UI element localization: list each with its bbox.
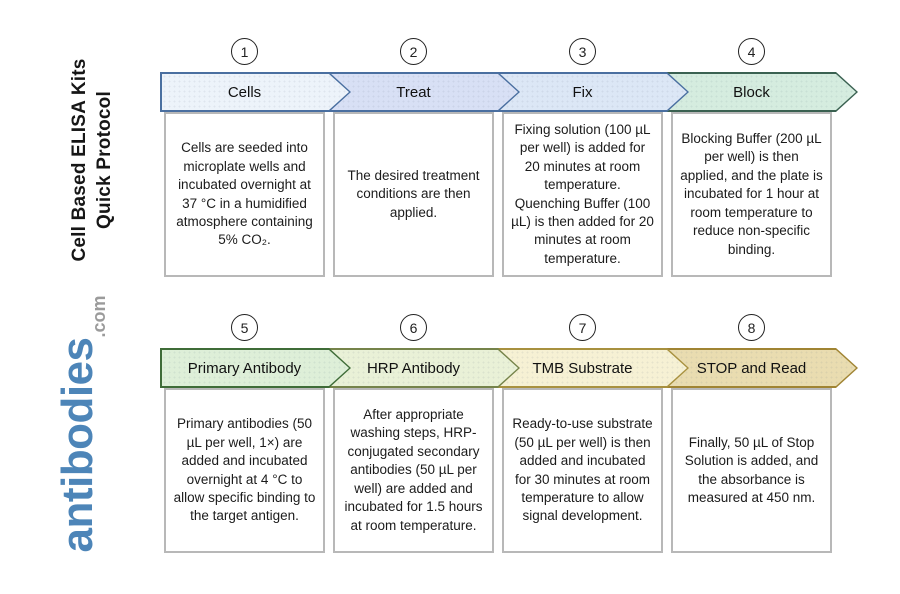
step-header-label: Treat — [396, 83, 431, 101]
step-header-label: Block — [733, 83, 770, 101]
chevron-fill — [669, 74, 856, 110]
step-description: Ready-to-use substrate (50 µL per well) … — [512, 416, 653, 524]
step-number-badge: 8 — [738, 314, 765, 341]
step-header-hrp-antibody: HRP Antibody — [329, 348, 520, 388]
step-number-badge: 7 — [569, 314, 596, 341]
step-stop-and-read: 8 STOP and Read Finally, 50 µL of Stop S… — [667, 314, 858, 574]
step-header-stop-and-read: STOP and Read — [667, 348, 858, 388]
protocol-row-2: 5 Primary Antibody Primary antibodies (5… — [160, 314, 858, 574]
step-description: Cells are seeded into microplate wells a… — [176, 140, 313, 248]
chevron-fill — [331, 74, 518, 110]
step-header-label: Primary Antibody — [187, 359, 302, 377]
antibodies-logo: antibodies.com — [53, 269, 117, 579]
chevron-fill — [331, 350, 518, 386]
step-number-badge: 6 — [400, 314, 427, 341]
step-description: After appropriate washing steps, HRP-con… — [344, 406, 483, 533]
page-title: Cell Based ELISA Kits Quick Protocol — [67, 40, 119, 280]
step-description-box: Blocking Buffer (200 µL per well) is the… — [671, 112, 832, 277]
page-title-line1: Cell Based ELISA Kits — [69, 58, 90, 262]
step-header-block: Block — [667, 72, 858, 112]
step-description: Blocking Buffer (200 µL per well) is the… — [680, 130, 823, 257]
step-description-box: After appropriate washing steps, HRP-con… — [333, 388, 494, 553]
step-header-tmb-substrate: TMB Substrate — [498, 348, 689, 388]
step-number-badge: 4 — [738, 38, 765, 65]
step-fix: 3 Fix Fixing solution (100 µL per well) … — [498, 38, 689, 298]
chevron-fill — [500, 350, 687, 386]
step-description-box: Ready-to-use substrate (50 µL per well) … — [502, 388, 663, 553]
step-header-treat: Treat — [329, 72, 520, 112]
step-description: Fixing solution (100 µL per well) is add… — [511, 121, 654, 266]
step-description-box: The desired treatment conditions are the… — [333, 112, 494, 277]
step-header-label: STOP and Read — [696, 359, 807, 377]
page-title-line2: Quick Protocol — [94, 91, 115, 229]
step-description: The desired treatment conditions are the… — [347, 167, 480, 220]
step-header-fix: Fix — [498, 72, 689, 112]
step-description-box: Fixing solution (100 µL per well) is add… — [502, 112, 663, 277]
protocol-row-1: 1 Cells Cells are seeded into microplate… — [160, 38, 858, 298]
step-description-box: Cells are seeded into microplate wells a… — [164, 112, 325, 277]
chevron-fill — [162, 350, 349, 386]
logo-domain-suffix: .com — [89, 295, 109, 338]
step-header-label: Fix — [572, 83, 593, 101]
chevron-fill — [162, 74, 349, 110]
step-description-box: Primary antibodies (50 µL per well, 1×) … — [164, 388, 325, 553]
step-hrp-antibody: 6 HRP Antibody After appropriate washing… — [329, 314, 520, 574]
step-description-box: Finally, 50 µL of Stop Solution is added… — [671, 388, 832, 553]
step-number-badge: 1 — [231, 38, 258, 65]
logo-wordmark: antibodies — [53, 337, 102, 553]
step-header-label: Cells — [227, 83, 262, 101]
step-header-cells: Cells — [160, 72, 351, 112]
step-number-badge: 5 — [231, 314, 258, 341]
step-cells: 1 Cells Cells are seeded into microplate… — [160, 38, 351, 298]
step-treat: 2 Treat The desired treatment conditions… — [329, 38, 520, 298]
step-header-label: HRP Antibody — [366, 359, 461, 377]
step-number-badge: 3 — [569, 38, 596, 65]
step-header-label: TMB Substrate — [532, 359, 633, 377]
step-description: Finally, 50 µL of Stop Solution is added… — [684, 434, 819, 505]
chevron-fill — [669, 350, 856, 386]
step-number-badge: 2 — [400, 38, 427, 65]
step-header-primary-antibody: Primary Antibody — [160, 348, 351, 388]
step-primary-antibody: 5 Primary Antibody Primary antibodies (5… — [160, 314, 351, 574]
step-block: 4 Block Blocking Buffer (200 µL per well… — [667, 38, 858, 298]
step-description: Primary antibodies (50 µL per well, 1×) … — [173, 416, 316, 524]
chevron-fill — [500, 74, 687, 110]
step-tmb-substrate: 7 TMB Substrate Ready-to-use substrate (… — [498, 314, 689, 574]
